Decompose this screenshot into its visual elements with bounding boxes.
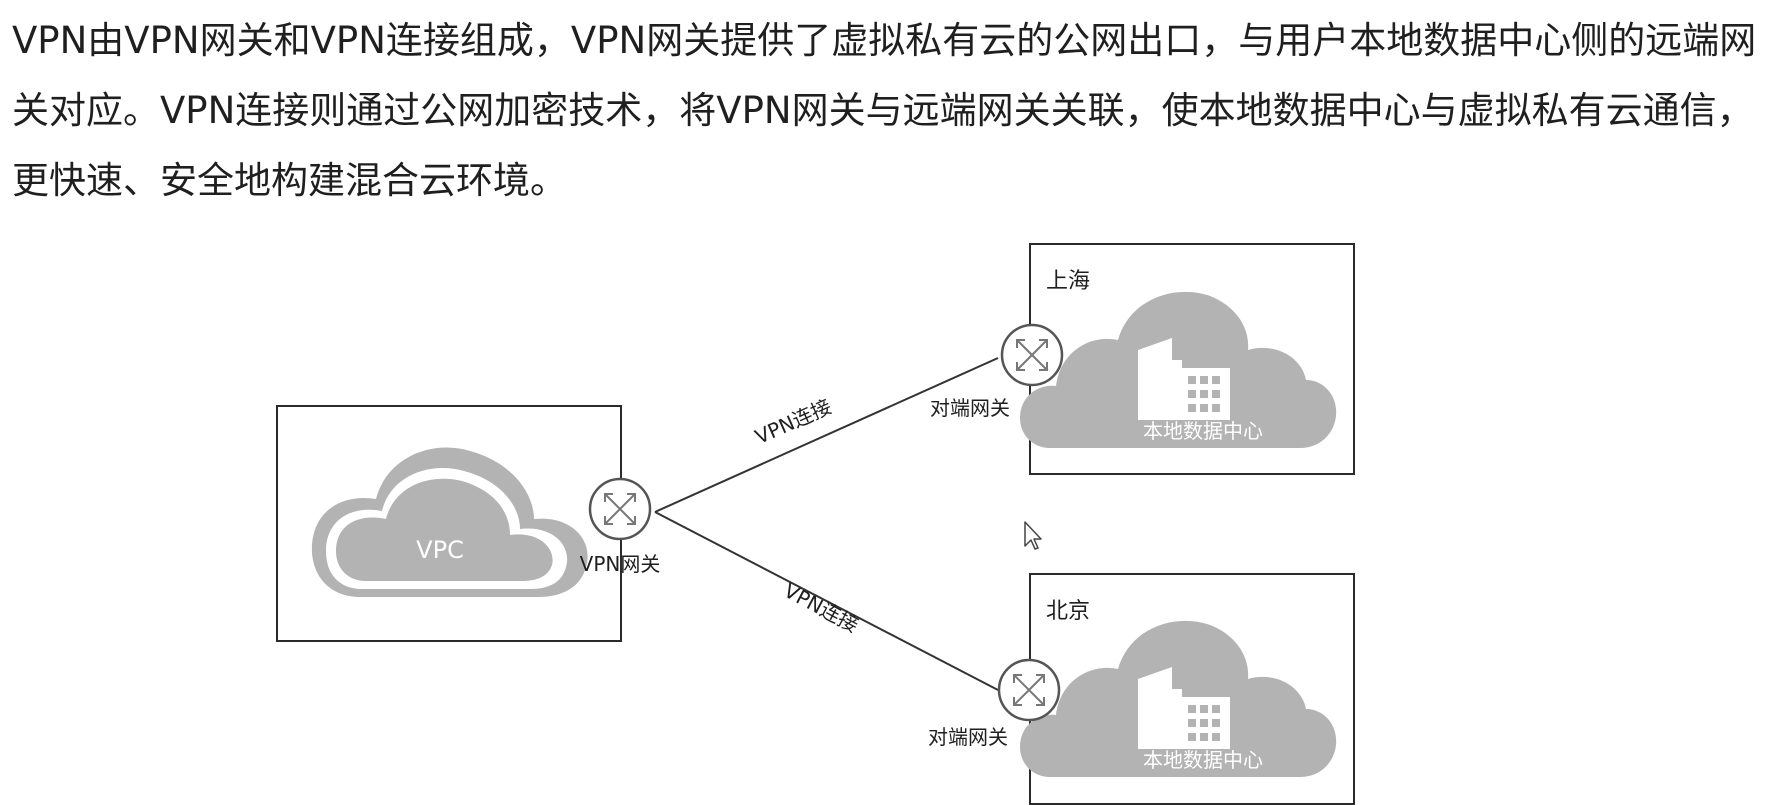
peer-gateway-label-shanghai: 对端网关 bbox=[930, 396, 1010, 420]
vpn-connection-label-shanghai: VPN连接 bbox=[751, 394, 834, 449]
vpn-connection-line-shanghai bbox=[654, 357, 999, 513]
vpn-gateway-label: VPN网关 bbox=[580, 552, 661, 576]
vpc-label: VPC bbox=[416, 536, 464, 564]
vpn-connection-line-beijing bbox=[654, 511, 999, 691]
site-city-shanghai: 上海 bbox=[1046, 269, 1090, 294]
vpc-cloud-icon bbox=[311, 447, 588, 597]
peer-gateway-router-icon-shanghai bbox=[1000, 323, 1064, 387]
mouse-cursor-icon bbox=[1024, 521, 1042, 550]
datacenter-label-shanghai: 本地数据中心 bbox=[1143, 419, 1263, 443]
intro-paragraph: VPN由VPN网关和VPN连接组成，VPN网关提供了虚拟私有云的公网出口，与用户… bbox=[12, 19, 1757, 202]
site-city-beijing: 北京 bbox=[1046, 599, 1090, 624]
vpn-gateway-router-icon bbox=[588, 477, 652, 541]
peer-gateway-router-icon-beijing bbox=[997, 658, 1061, 722]
vpn-connection-label-beijing: VPN连接 bbox=[780, 578, 863, 637]
datacenter-label-beijing: 本地数据中心 bbox=[1143, 748, 1263, 772]
peer-gateway-label-beijing: 对端网关 bbox=[928, 725, 1008, 749]
